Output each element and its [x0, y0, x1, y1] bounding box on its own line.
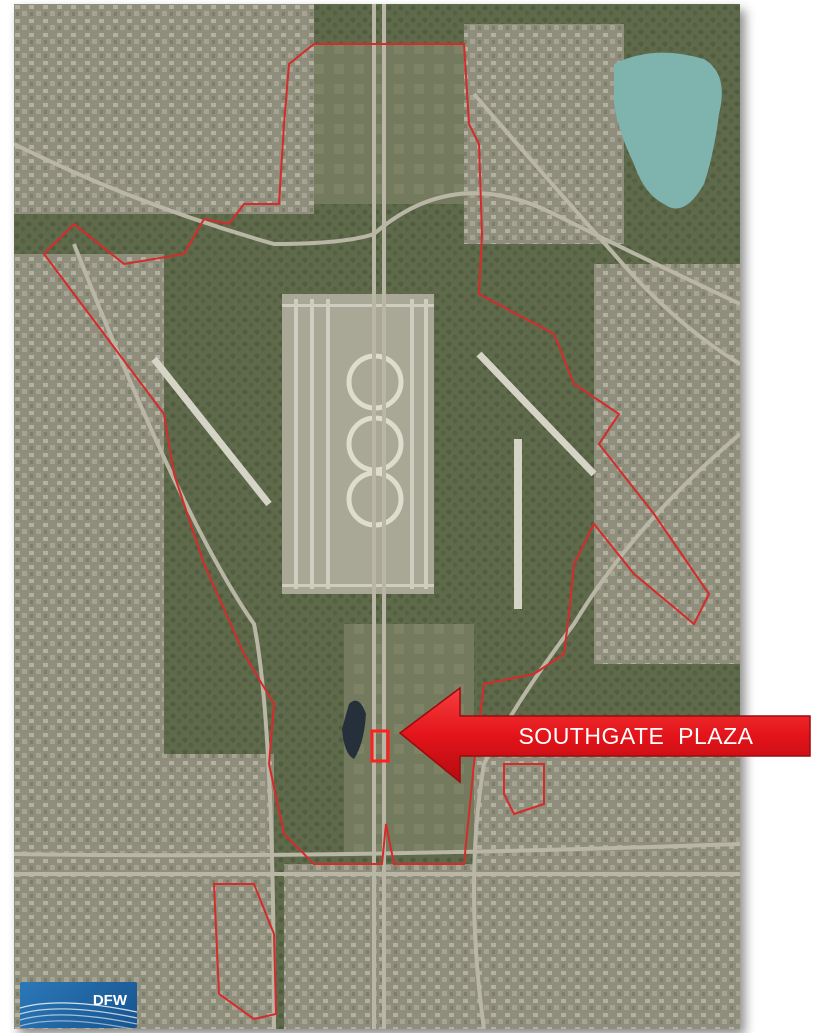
dfw-logo: DFW: [20, 982, 137, 1028]
site-marker: [370, 729, 390, 763]
dfw-swoosh-icon: [20, 1002, 137, 1028]
site-callout: SOUTHGATE PLAZA: [396, 686, 814, 786]
logo-text: DFW: [92, 992, 127, 1009]
aerial-map-canvas: [14, 4, 740, 1029]
aerial-map: [14, 4, 740, 1029]
callout-arrow-icon: [398, 686, 811, 784]
callout-label: SOUTHGATE PLAZA: [518, 723, 754, 749]
